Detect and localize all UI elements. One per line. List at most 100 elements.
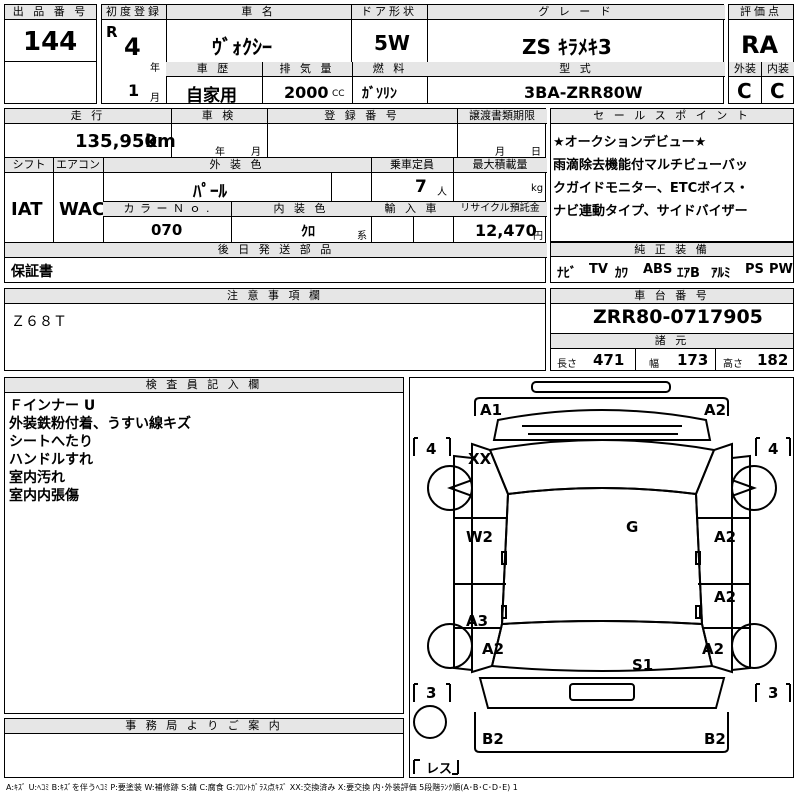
ac: WAC [59,199,106,220]
sales-line: クガイドモニター、ETCボイス・ [553,181,749,196]
history-label: 車 歴 [166,62,262,77]
ext-color: ﾊﾟｰﾙ [193,182,227,202]
notes-text: Ｚ６８Ｔ [11,314,67,330]
later-parts-label: 後 日 発 送 部 品 [5,243,547,258]
colorno-label: カ ラ ー Ｎ ｏ . [103,202,231,217]
spare-tire-label: レス [426,762,453,777]
tire-front-right: 4 [768,440,779,458]
recycle-label: リサイクル預託金 [453,202,547,217]
chassis-box: 車 台 番 号 ZRR80-0717905 諸 元 長さ 471 幅 173 高… [550,288,794,371]
damage-mark: G [626,518,639,536]
inspector-line: Ｆインナー U [9,398,96,414]
equip-item: ﾅﾋﾞ [557,266,577,281]
mileage: 135,950 [75,131,157,152]
era: R [106,23,118,41]
height-label: 高さ [723,359,743,370]
transfer-label: 譲渡書類期限 [457,109,547,124]
length: 471 [593,351,625,369]
transfer-day-unit: 日 [531,147,541,158]
spec-label: 諸 元 [551,334,793,349]
model-label: 型 式 [428,62,725,77]
month-unit: 月 [150,93,160,104]
sales-line: 雨滴除去機能付マルチビューバッ [553,158,748,173]
inspector-label: 検 査 員 記 入 欄 [5,378,403,393]
equipment-label: 純 正 装 備 [551,242,793,257]
shift: IAT [11,199,43,220]
door-type: 5W [374,31,410,55]
inspector-line: 外装鉄粉付着、うすい線キズ [9,416,191,432]
disp-label: 排 気 量 [262,62,352,77]
capacity: 7 [415,177,427,197]
disp-unit: CC [332,89,345,99]
height: 182 [757,351,789,369]
header-grid: 初度登録 車 名 ドア形状 グ レ ー ド R 4 年 1 月 ｳﾞｫｸｼｰ 5… [101,4,725,106]
ac-label: エアコン [53,158,103,173]
notes-box: 注 意 事 項 欄 Ｚ６８Ｔ [4,288,546,371]
fuel-label: 燃 料 [352,62,428,77]
damage-mark: A2 [714,588,737,606]
width-label: 幅 [649,359,659,370]
load-unit: kg [531,183,544,194]
equip-item: ｴｱB [677,266,700,281]
office-box: 事 務 局 よ り ご 案 内 [4,718,404,778]
damage-mark: A2 [704,401,727,419]
model: 3BA-ZRR80W [524,83,643,102]
score: RA [741,31,779,59]
capacity-unit: 人 [437,187,447,198]
equip-item: ｱﾙﾐ [711,266,731,281]
insp-month-unit: 月 [251,147,261,158]
history: 自家用 [186,86,237,106]
displacement: 2000 [284,83,329,102]
damage-mark: A3 [466,612,489,630]
car-name: ｳﾞｫｸｼｰ [212,35,272,59]
insp-year-unit: 年 [215,147,225,158]
first-reg-label: 初度登録 [102,5,166,20]
length-label: 長さ [557,359,577,370]
color-number: 070 [151,221,183,239]
intcolor-label: 内 装 色 [231,202,371,217]
grade: ZS ｷﾗﾒｷ3 [522,35,612,59]
damage-mark: B2 [482,730,504,748]
width: 173 [677,351,709,369]
lot-label: 出 品 番 号 [5,5,96,20]
grade-label: グ レ ー ド [427,5,725,20]
shift-label: シフト [5,158,53,173]
inspector-box: 検 査 員 記 入 欄 Ｆインナー U 外装鉄粉付着、うすい線キズ シートへたり… [4,377,404,714]
equip-item: PW [769,262,793,277]
reg-month: 1 [128,81,140,100]
equip-item: ｶﾜ [615,266,628,281]
ext-grade: C [737,79,752,103]
equip-item: PS [745,262,764,277]
tire-rear-left: 3 [426,684,437,702]
chassis-label: 車 台 番 号 [551,289,793,304]
chassis-number: ZRR80-0717905 [593,306,763,328]
transfer-month-unit: 月 [495,147,505,158]
inspection-label: 車 検 [171,109,267,124]
inspector-line: 室内内張傷 [9,488,79,504]
equip-item: ABS [643,262,673,277]
notes-label: 注 意 事 項 欄 [5,289,545,304]
fuel: ｶﾞｿﾘﾝ [362,86,397,102]
equip-item: TV [589,262,608,277]
damage-mark: S1 [632,656,654,674]
sales-line: ナビ連動タイプ、サイドバイザー [553,204,748,219]
mileage-unit: km [145,131,176,152]
name-label: 車 名 [166,5,351,20]
int-color: ｸﾛ [301,224,315,240]
int-label: 内装 [762,62,794,77]
recycle-unit: 円 [533,231,543,242]
ext-label: 外装 [729,62,762,77]
tire-rear-right: 3 [768,684,779,702]
damage-mark: B2 [704,730,726,748]
damage-mark: A2 [714,528,737,546]
import-label: 輸 入 車 [371,202,453,217]
damage-mark: XX [468,450,492,468]
damage-mark: A1 [480,401,503,419]
lot-box: 出 品 番 号 144 [4,4,97,104]
load-label: 最大積載量 [453,158,547,173]
reg-year: 4 [124,33,141,61]
car-outline [413,381,791,775]
score-box: 評価点 RA 外装 内装 C C [728,4,794,104]
year-unit: 年 [150,63,160,74]
sales-points-box: セ ー ル ス ポ イ ン ト ★オークションデビュー★ 雨滴除去機能付マルチビ… [550,108,794,242]
